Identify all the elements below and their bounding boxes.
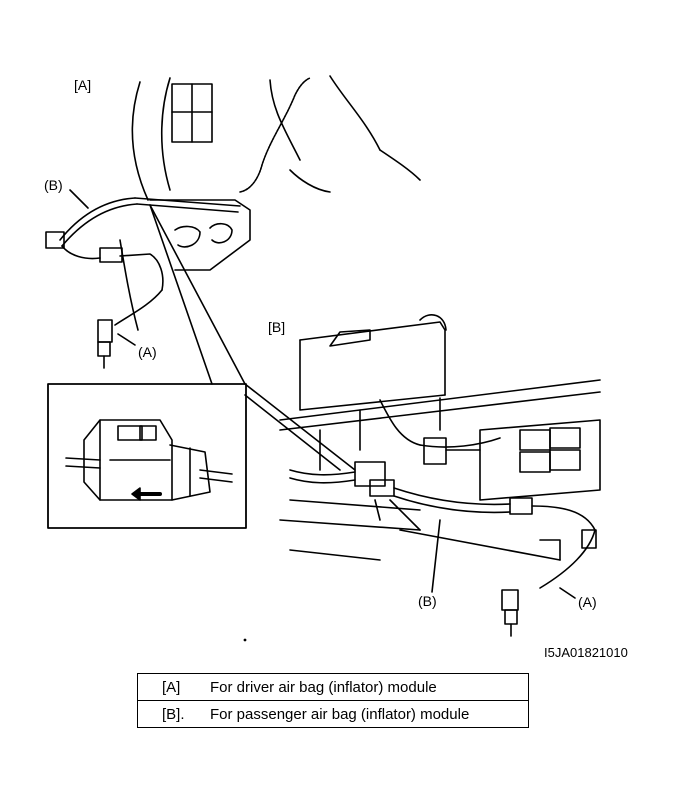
label-section-b: [B] bbox=[268, 319, 285, 335]
label-part-b-top: (B) bbox=[44, 177, 63, 193]
label-part-a-bottom: (A) bbox=[578, 594, 597, 610]
connector-detail bbox=[47, 383, 247, 529]
harness-b-driver bbox=[45, 197, 241, 291]
legend-key: [A] bbox=[137, 673, 202, 701]
harness-a-driver bbox=[97, 289, 163, 369]
harness-a-passenger bbox=[501, 529, 597, 637]
label-section-a: [A] bbox=[74, 77, 91, 93]
leader-lines bbox=[69, 189, 576, 599]
clock-spring-wire bbox=[239, 77, 311, 193]
dashboard-outline-a bbox=[119, 75, 421, 331]
label-part-b-bottom: (B) bbox=[418, 593, 437, 609]
harness-b-passenger bbox=[289, 437, 596, 531]
figure-code: I5JA01821010 bbox=[544, 645, 628, 660]
legend-key: [B]. bbox=[137, 700, 202, 728]
legend-table: [A] For driver air bag (inflator) module… bbox=[137, 673, 529, 728]
stray-dot bbox=[243, 638, 247, 642]
dashboard-outline-b bbox=[279, 314, 601, 561]
legend-row: [A] For driver air bag (inflator) module bbox=[137, 673, 529, 701]
legend-description: For passenger air bag (inflator) module bbox=[202, 700, 529, 728]
label-part-a-top: (A) bbox=[138, 344, 157, 360]
legend-row: [B]. For passenger air bag (inflator) mo… bbox=[137, 700, 529, 728]
legend-description: For driver air bag (inflator) module bbox=[202, 673, 529, 701]
